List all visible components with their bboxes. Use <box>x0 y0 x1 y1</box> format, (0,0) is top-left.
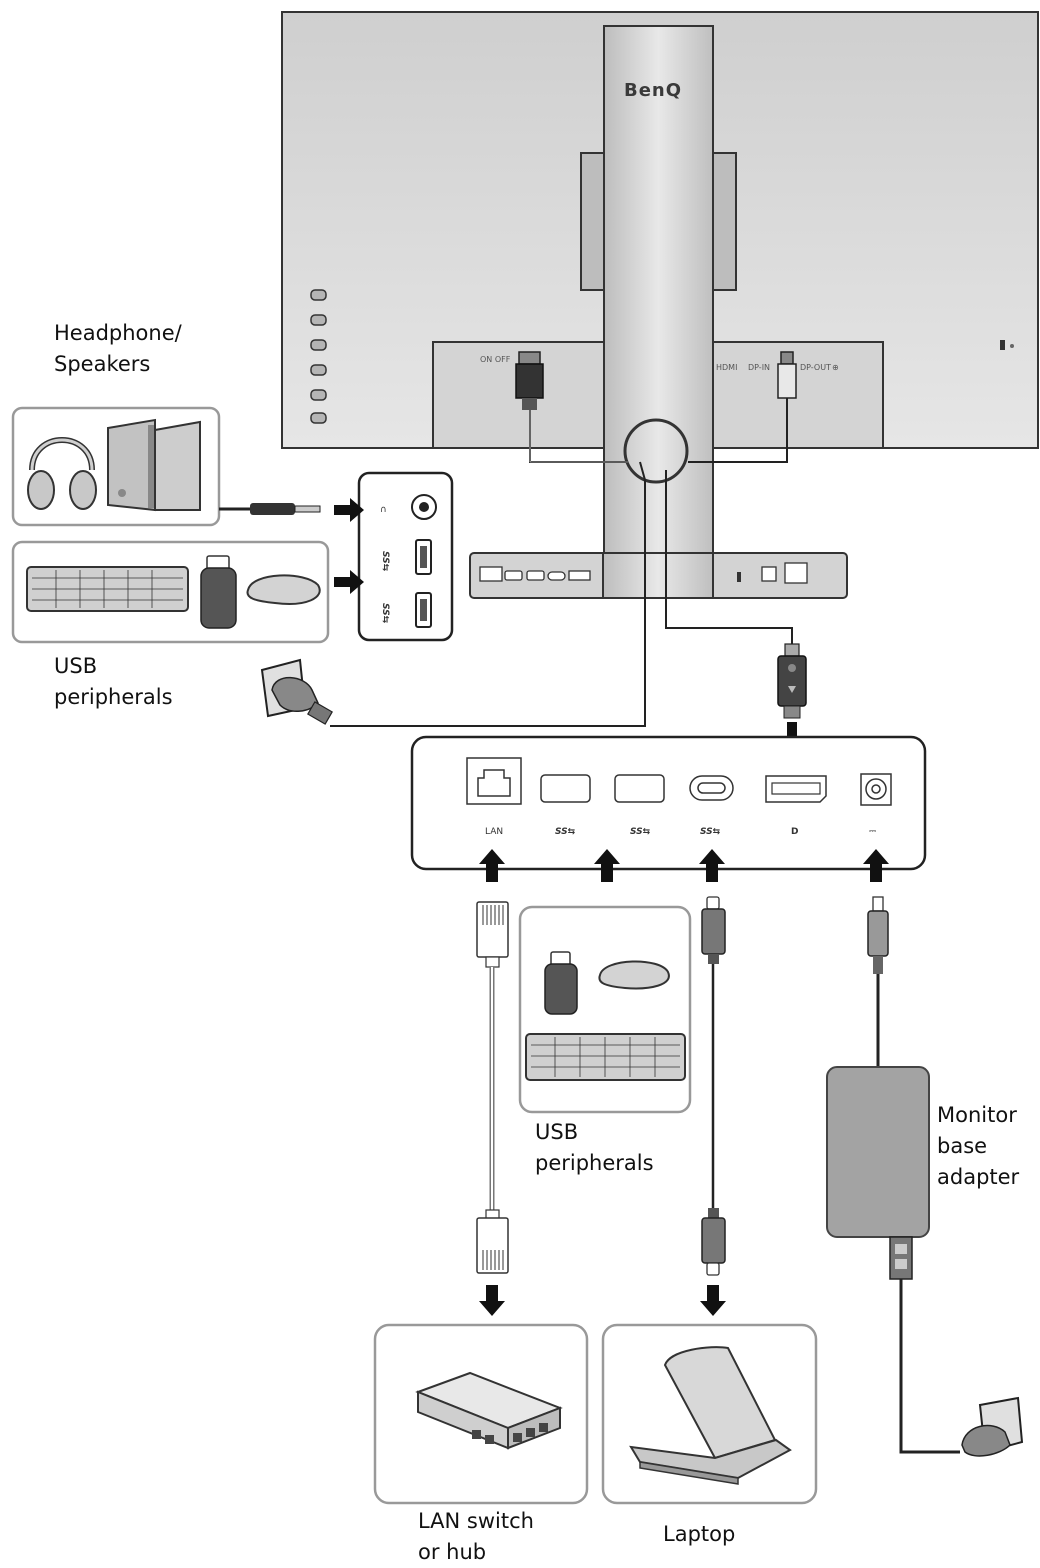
label-monitor-base-adapter: Monitor base adapter <box>937 1103 1020 1189</box>
hub-port-label-usb-c: SS⇆ <box>700 827 721 837</box>
side-port-panel: ∩ SS⇆ SS⇆ <box>357 471 454 642</box>
usb-dongle-icon <box>544 951 578 1015</box>
dc-plug-icon <box>867 896 889 974</box>
arrow-icon <box>334 498 364 594</box>
dp-out-plug-icon <box>777 351 797 399</box>
usb-c-plug-icon <box>701 896 726 964</box>
base-hub-panel: LAN SS⇆ SS⇆ SS⇆ D ⎓ <box>410 735 927 871</box>
power-plug-icon <box>961 1396 1024 1457</box>
headphones-icon <box>27 437 97 510</box>
monitor-control-buttons <box>310 289 327 424</box>
usb-a-port-1 <box>540 774 591 803</box>
rear-label-dpin: DP-IN <box>748 363 770 372</box>
power-plug-icon <box>260 658 333 725</box>
rear-label-onoff: ON OFF <box>480 355 511 364</box>
arrow-icon <box>479 1285 505 1316</box>
keyboard-icon <box>525 1033 686 1081</box>
ethernet-plug-icon <box>476 1209 509 1274</box>
monitor-base <box>469 552 848 599</box>
side-port-label-audio: ∩ <box>380 505 387 515</box>
speakers-icon <box>107 418 201 512</box>
mouse-icon <box>598 960 670 990</box>
monitor-back: ON OFF HDMI DP-IN DP-OUT ⊕ BenQ <box>281 11 1039 562</box>
side-port-label-usb2: SS⇆ <box>380 603 390 624</box>
hub-port-label-usb-a-2: SS⇆ <box>630 827 651 837</box>
arrow-icon <box>700 1285 726 1316</box>
hdmi-plug-icon <box>515 351 544 410</box>
label-headphone-speakers: Headphone/ Speakers <box>54 321 182 376</box>
keyboard-icon <box>26 566 189 612</box>
lan-switch-box <box>373 1323 589 1505</box>
ethernet-plug-icon <box>476 901 509 968</box>
rear-label-dpout: DP-OUT <box>800 363 831 372</box>
hub-port-label-dc: ⎓ <box>869 827 876 837</box>
rear-label-hdmi: HDMI <box>716 363 737 372</box>
hub-port-label-usb-a-1: SS⇆ <box>555 827 576 837</box>
displayport-plug-icon <box>777 643 807 719</box>
audio-plug-icon <box>219 503 321 515</box>
power-adapter-icon <box>826 1066 930 1238</box>
arrow-icon <box>479 849 889 882</box>
laptop-box <box>601 1323 818 1505</box>
hub-port-label-dp: D <box>791 827 798 837</box>
rear-label-lock: ⊕ <box>832 363 839 372</box>
label-usb-peripherals-mid: USB peripherals <box>535 1120 654 1175</box>
usb-dongle-icon <box>200 555 237 629</box>
usb-a-port-2 <box>614 774 665 803</box>
lan-switch-icon <box>415 1371 563 1450</box>
monitor-stand <box>603 25 714 562</box>
brand-logo: BenQ <box>624 80 682 101</box>
laptop-icon <box>629 1346 792 1485</box>
usb-peripherals-mid-box <box>518 905 692 1114</box>
cable-management-ring <box>623 418 689 484</box>
label-usb-peripherals-left: USB peripherals <box>54 654 173 709</box>
side-port-label-usb1: SS⇆ <box>380 551 390 572</box>
label-laptop: Laptop <box>663 1522 736 1546</box>
hub-port-label-lan: LAN <box>485 827 503 837</box>
usb-c-plug-icon <box>701 1208 726 1276</box>
audio-devices-box <box>11 406 221 527</box>
usb-peripherals-left-box <box>11 540 330 644</box>
mouse-icon <box>246 574 321 605</box>
power-plug-icon <box>889 1236 913 1280</box>
kensington-lock-icon <box>1000 340 1014 350</box>
label-lan-switch: LAN switch or hub <box>418 1509 534 1564</box>
